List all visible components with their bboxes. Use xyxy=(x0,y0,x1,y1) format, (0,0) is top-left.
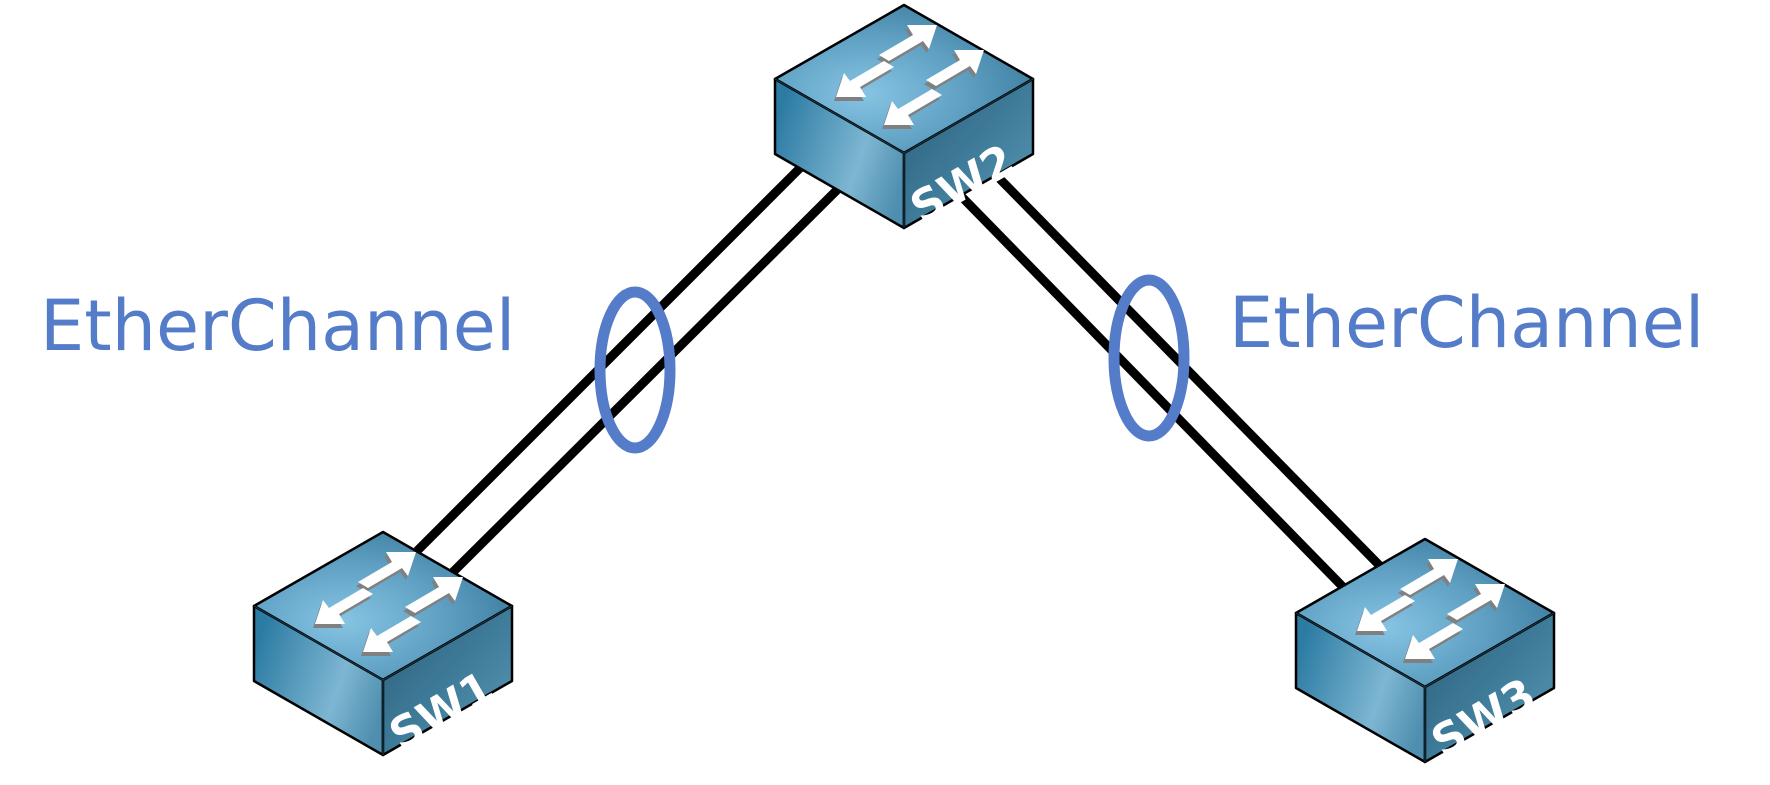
etherchannel-label-right: EtherChannel xyxy=(1229,282,1705,364)
arrow-up-right-icon xyxy=(877,25,937,65)
arrow-up-right-icon xyxy=(356,552,416,592)
arrow-down-left-icon xyxy=(882,89,942,129)
arrow-up-right-icon xyxy=(403,577,463,617)
link-sw2-sw1-a[interactable] xyxy=(413,156,812,555)
switch-arrows-icon xyxy=(313,552,463,656)
arrow-down-left-icon xyxy=(834,61,894,101)
etherchannel-label-left: EtherChannel xyxy=(40,285,516,367)
arrow-down-left-icon xyxy=(313,588,373,628)
link-sw2-sw3-a[interactable] xyxy=(956,191,1347,591)
switch-sw1[interactable]: SW1 xyxy=(252,530,514,761)
arrow-down-left-icon xyxy=(1403,623,1463,663)
arrow-down-left-icon xyxy=(1355,595,1415,635)
switch-arrows-icon xyxy=(1355,559,1505,663)
etherchannel-oval-right xyxy=(1108,274,1190,442)
arrow-up-right-icon xyxy=(1445,584,1505,624)
arrow-up-right-icon xyxy=(1398,559,1458,599)
links-sw2-sw3 xyxy=(956,171,1384,591)
etherchannel-oval-left xyxy=(594,286,676,454)
switch-arrows-icon xyxy=(834,25,984,129)
switch-sw2[interactable]: SW2 xyxy=(773,3,1035,234)
arrow-up-right-icon xyxy=(924,50,984,90)
arrow-down-left-icon xyxy=(361,616,421,656)
link-sw2-sw1-b[interactable] xyxy=(449,178,849,576)
links-sw2-sw1 xyxy=(413,156,849,576)
